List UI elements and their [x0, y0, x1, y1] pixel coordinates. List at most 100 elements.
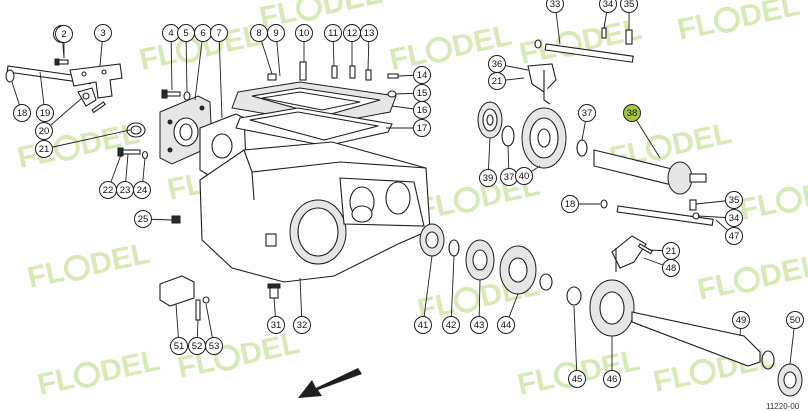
svg-text:DEL: DEL: [97, 344, 163, 389]
callout-47[interactable]: 47: [725, 227, 743, 245]
callout-2[interactable]: 2: [55, 25, 73, 43]
callout-35[interactable]: 35: [725, 191, 743, 209]
callout-number: 22: [103, 185, 114, 196]
callout-37[interactable]: 37: [500, 168, 518, 186]
part-spring-34-top: [601, 27, 607, 39]
callout-25[interactable]: 25: [134, 210, 152, 228]
callout-32[interactable]: 32: [293, 316, 311, 334]
callout-38[interactable]: 38: [623, 104, 641, 122]
callout-number: 8: [256, 28, 261, 39]
callout-6[interactable]: 6: [194, 24, 212, 42]
callout-8[interactable]: 8: [250, 24, 268, 42]
callout-21[interactable]: 21: [35, 140, 53, 158]
callout-number: 16: [417, 105, 428, 116]
part-block-51: [159, 275, 195, 307]
part-cover-6: [159, 95, 213, 165]
callout-33[interactable]: 33: [546, 0, 564, 13]
part-rod-33: [544, 43, 634, 63]
part-bolt-14: [387, 73, 399, 79]
callout-46[interactable]: 46: [603, 370, 621, 388]
callout-34[interactable]: 34: [599, 0, 617, 13]
callout-40[interactable]: 40: [515, 167, 533, 185]
callout-17[interactable]: 17: [413, 119, 431, 137]
callout-20[interactable]: 20: [35, 122, 53, 140]
callout-23[interactable]: 23: [116, 181, 134, 199]
callout-42[interactable]: 42: [442, 316, 460, 334]
callout-10[interactable]: 10: [295, 24, 313, 42]
callout-number: 53: [209, 341, 220, 352]
callout-number: 9: [273, 28, 278, 39]
callout-49[interactable]: 49: [732, 311, 750, 329]
callout-51[interactable]: 51: [170, 337, 188, 355]
callout-31[interactable]: 31: [267, 316, 285, 334]
reference-code: 11220-00: [766, 402, 800, 411]
callout-number: 38: [627, 108, 638, 119]
part-drain-31: [267, 283, 281, 299]
callout-4[interactable]: 4: [162, 24, 180, 42]
svg-text:FL: FL: [737, 187, 780, 227]
callout-52[interactable]: 52: [188, 337, 206, 355]
callout-36[interactable]: 36: [488, 55, 506, 73]
callout-11[interactable]: 11: [324, 24, 342, 42]
callout-3[interactable]: 3: [94, 24, 112, 42]
callout-number: 3: [100, 28, 105, 39]
callout-41[interactable]: 41: [414, 316, 432, 334]
callout-number: 37: [504, 172, 515, 183]
callout-7[interactable]: 7: [210, 24, 228, 42]
callout-14[interactable]: 14: [413, 66, 431, 84]
callout-35[interactable]: 35: [620, 0, 638, 13]
callout-5[interactable]: 5: [177, 24, 195, 42]
svg-text:DEL: DEL: [319, 0, 385, 22]
callout-39[interactable]: 39: [479, 169, 497, 187]
callout-19[interactable]: 19: [36, 104, 54, 122]
callout-44[interactable]: 44: [497, 316, 515, 334]
svg-text:FL: FL: [35, 362, 78, 402]
callout-43[interactable]: 43: [470, 316, 488, 334]
svg-text:DEL: DEL: [87, 237, 153, 282]
callout-number: 18: [17, 108, 28, 119]
svg-text:FL: FL: [25, 255, 68, 295]
callout-number: 19: [40, 108, 51, 119]
callout-15[interactable]: 15: [413, 84, 431, 102]
part-ball-35-mid: [689, 199, 697, 211]
part-fork-20: [77, 87, 97, 107]
callout-21[interactable]: 21: [488, 72, 506, 90]
callout-number: 11: [328, 28, 338, 39]
callout-number: 21: [39, 144, 50, 155]
callout-12[interactable]: 12: [343, 24, 361, 42]
leader-line: [422, 255, 433, 326]
part-ring-18-mid: [600, 199, 608, 209]
callout-18[interactable]: 18: [561, 195, 579, 213]
callout-50[interactable]: 50: [786, 311, 804, 329]
callout-22[interactable]: 22: [99, 181, 117, 199]
callout-18[interactable]: 18: [13, 104, 31, 122]
part-bolt-4: [161, 89, 181, 99]
part-ring-37-right: [576, 139, 588, 157]
callout-number: 37: [582, 108, 593, 119]
svg-text:FL: FL: [675, 7, 718, 47]
callout-13[interactable]: 13: [360, 24, 378, 42]
callout-number: 32: [297, 320, 308, 331]
callout-21[interactable]: 21: [662, 242, 680, 260]
part-pin-21-right: [637, 243, 653, 255]
callout-53[interactable]: 53: [205, 337, 223, 355]
callout-16[interactable]: 16: [413, 101, 431, 119]
callout-9[interactable]: 9: [267, 24, 285, 42]
callout-number: 35: [624, 0, 635, 10]
callout-34[interactable]: 34: [725, 209, 743, 227]
leader-line: [573, 305, 578, 380]
callout-37[interactable]: 37: [578, 104, 596, 122]
callout-number: 39: [483, 173, 494, 184]
part-shaft-49: [631, 311, 761, 367]
svg-text:FL: FL: [15, 135, 58, 175]
callout-number: 15: [417, 88, 428, 99]
callout-48[interactable]: 48: [662, 259, 680, 277]
part-plug-25: [171, 215, 181, 224]
callout-number: 5: [183, 28, 188, 39]
callout-number: 6: [200, 28, 205, 39]
callout-45[interactable]: 45: [568, 370, 586, 388]
callout-number: 10: [299, 28, 310, 39]
leader-line: [185, 32, 188, 93]
callout-24[interactable]: 24: [133, 181, 151, 199]
